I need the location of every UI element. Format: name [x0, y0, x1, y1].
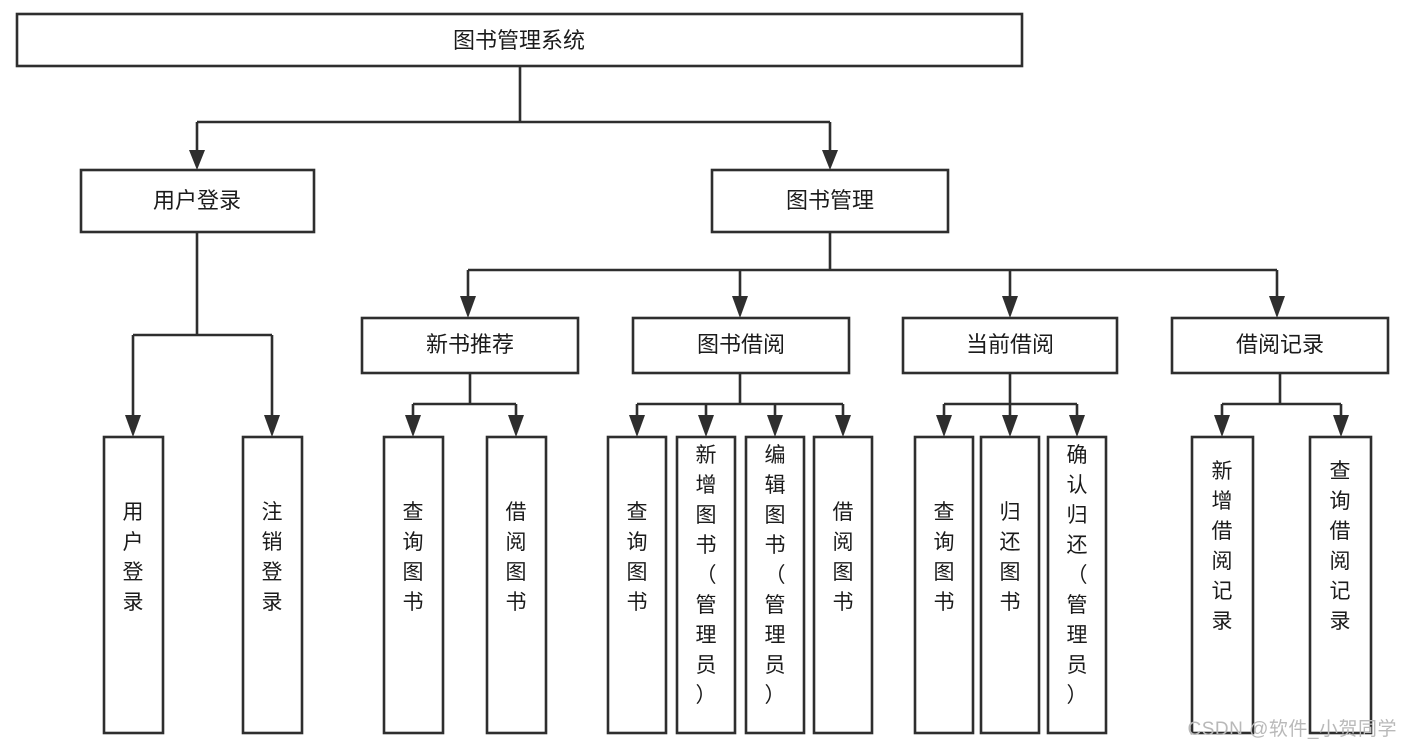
leaf-user-login-1-label: 用户登录 — [123, 501, 144, 614]
node-borrow-record[interactable]: 借阅记录 — [1170, 316, 1390, 375]
arrow-borrow-record-child-2 — [1333, 415, 1349, 437]
leaf-book-borrow-2-label: 新增图书（管理员） — [696, 444, 717, 707]
leaf-book-borrow-2[interactable]: 新增图书（管理员） — [675, 435, 737, 735]
node-current-borrow[interactable]: 当前借阅 — [901, 316, 1119, 375]
leaf-new-book-2-box[interactable] — [485, 435, 548, 735]
node-root-label: 图书管理系统 — [453, 28, 585, 53]
leaf-borrow-record-2-label: 查询借阅记录 — [1330, 460, 1351, 633]
node-root-box[interactable] — [15, 12, 1024, 68]
node-book-borrow-label: 图书借阅 — [697, 332, 785, 357]
leaf-current-borrow-1[interactable]: 查询图书 — [913, 435, 975, 735]
node-borrow-record-box[interactable] — [1170, 316, 1390, 375]
node-book-borrow[interactable]: 图书借阅 — [631, 316, 851, 375]
leaf-book-borrow-3-label: 编辑图书（管理员） — [765, 444, 786, 707]
leaf-borrow-record-1-label: 新增借阅记录 — [1212, 460, 1233, 633]
leaf-current-borrow-3-box[interactable] — [1046, 435, 1108, 735]
leaf-new-book-1-label: 查询图书 — [403, 501, 424, 614]
arrow-book-manage-child-1 — [460, 296, 476, 318]
arrow-user-login-child-2 — [264, 415, 280, 437]
leaf-book-borrow-4-label: 借阅图书 — [833, 501, 854, 614]
arrow-root-to-user-login — [189, 150, 205, 170]
arrow-book-manage-child-2 — [732, 296, 748, 318]
leaf-user-login-1[interactable]: 用户登录 — [102, 435, 165, 735]
node-root[interactable]: 图书管理系统 — [15, 12, 1024, 68]
arrow-new-book-child-2 — [508, 415, 524, 437]
leaf-new-book-2-label: 借阅图书 — [506, 501, 527, 614]
leaf-new-book-1-box[interactable] — [382, 435, 445, 735]
leaf-book-borrow-4-box[interactable] — [812, 435, 874, 735]
node-borrow-record-label: 借阅记录 — [1236, 332, 1324, 357]
arrow-current-borrow-child-1 — [936, 415, 952, 437]
connector-layer — [125, 66, 1349, 437]
leaf-borrow-record-1[interactable]: 新增借阅记录 — [1190, 435, 1255, 735]
arrow-current-borrow-child-3 — [1069, 415, 1085, 437]
leaf-current-borrow-1-label: 查询图书 — [934, 501, 955, 614]
arrow-book-borrow-child-4 — [835, 415, 851, 437]
arrow-new-book-child-1 — [405, 415, 421, 437]
arrow-book-borrow-child-3 — [767, 415, 783, 437]
arrow-borrow-record-child-1 — [1214, 415, 1230, 437]
arrow-book-manage-child-3 — [1002, 296, 1018, 318]
leaf-current-borrow-2-box[interactable] — [979, 435, 1041, 735]
leaf-book-borrow-3[interactable]: 编辑图书（管理员） — [744, 435, 806, 735]
node-book-manage-label: 图书管理 — [786, 188, 874, 213]
arrow-root-to-book-manage — [822, 150, 838, 170]
node-user-login-label: 用户登录 — [153, 188, 241, 213]
leaf-borrow-record-2-box[interactable] — [1308, 435, 1373, 735]
leaf-new-book-2[interactable]: 借阅图书 — [485, 435, 548, 735]
node-new-book-recommend[interactable]: 新书推荐 — [360, 316, 580, 375]
arrow-current-borrow-child-2 — [1002, 415, 1018, 437]
leaf-current-borrow-2-label: 归还图书 — [1000, 501, 1021, 614]
node-new-book-recommend-label: 新书推荐 — [426, 332, 514, 357]
leaf-book-borrow-3-box[interactable] — [744, 435, 806, 735]
node-book-manage[interactable]: 图书管理 — [710, 168, 950, 234]
arrow-book-borrow-child-2 — [698, 415, 714, 437]
leaf-user-login-2-label: 注销登录 — [262, 501, 283, 614]
arrow-book-manage-child-4 — [1269, 296, 1285, 318]
leaf-user-login-1-box[interactable] — [102, 435, 165, 735]
leaf-current-borrow-3[interactable]: 确认归还（管理员） — [1046, 435, 1108, 735]
node-new-book-recommend-box[interactable] — [360, 316, 580, 375]
node-current-borrow-box[interactable] — [901, 316, 1119, 375]
leaf-user-login-2-box[interactable] — [241, 435, 304, 735]
leaf-book-borrow-4[interactable]: 借阅图书 — [812, 435, 874, 735]
leaf-user-login-2[interactable]: 注销登录 — [241, 435, 304, 735]
node-book-manage-box[interactable] — [710, 168, 950, 234]
leaf-book-borrow-1-label: 查询图书 — [627, 501, 648, 614]
leaf-book-borrow-2-box[interactable] — [675, 435, 737, 735]
leaf-book-borrow-1[interactable]: 查询图书 — [606, 435, 668, 735]
leaf-new-book-1[interactable]: 查询图书 — [382, 435, 445, 735]
node-user-login[interactable]: 用户登录 — [79, 168, 316, 234]
leaf-borrow-record-2[interactable]: 查询借阅记录 — [1308, 435, 1373, 735]
node-user-login-box[interactable] — [79, 168, 316, 234]
leaf-book-borrow-1-box[interactable] — [606, 435, 668, 735]
node-book-borrow-box[interactable] — [631, 316, 851, 375]
arrow-book-borrow-child-1 — [629, 415, 645, 437]
node-current-borrow-label: 当前借阅 — [966, 332, 1054, 357]
leaf-current-borrow-1-box[interactable] — [913, 435, 975, 735]
leaf-current-borrow-2[interactable]: 归还图书 — [979, 435, 1041, 735]
leaf-borrow-record-1-box[interactable] — [1190, 435, 1255, 735]
arrow-user-login-child-1 — [125, 415, 141, 437]
leaf-current-borrow-3-label: 确认归还（管理员） — [1067, 444, 1088, 707]
